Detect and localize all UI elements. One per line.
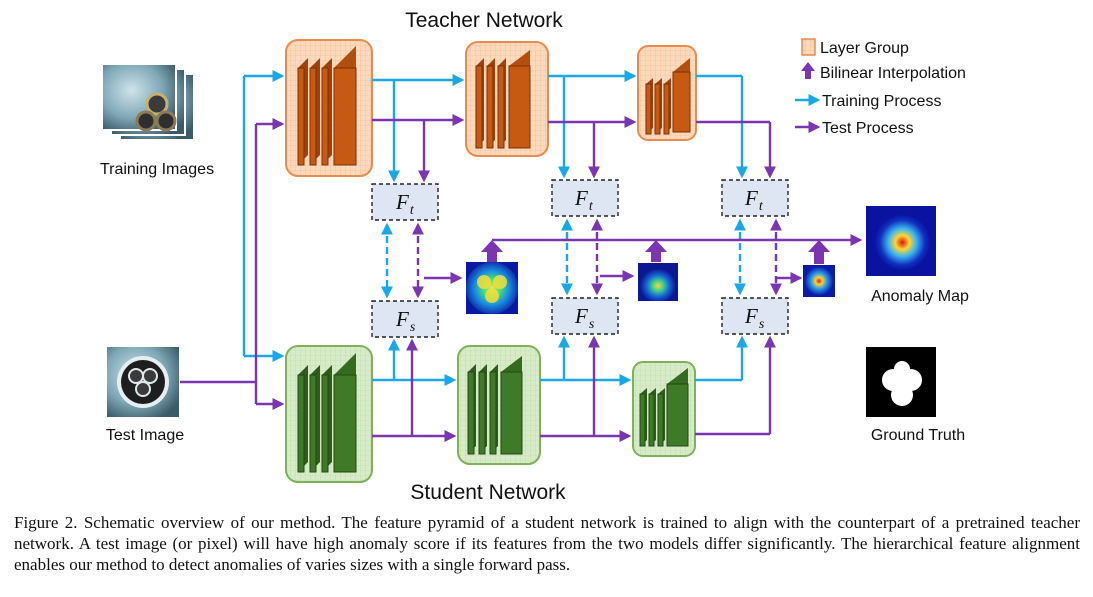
test-image [107, 347, 179, 417]
svg-text:Fs: Fs [574, 304, 595, 332]
test-process-arrows [180, 114, 863, 442]
heatmap-level-1 [466, 262, 518, 314]
heatmap-level-3 [803, 265, 835, 297]
teacher-subscript: t [759, 199, 764, 214]
student-layer-group-3 [632, 361, 696, 457]
svg-text:Fs: Fs [395, 307, 416, 335]
ground-truth [866, 347, 936, 417]
feature-letter: F [744, 304, 758, 328]
legend-test: Test Process [822, 120, 914, 137]
legend-layer-group: Layer Group [820, 40, 909, 57]
anomaly-map [866, 206, 936, 276]
bilinear-up-arrows [481, 240, 830, 264]
teacher-network-title: Teacher Network [405, 9, 563, 32]
svg-text:Ft: Ft [395, 190, 415, 218]
student-feature-box-3: Fs [721, 297, 789, 335]
training-process-arrows [242, 70, 748, 386]
test-image-label: Test Image [106, 427, 184, 444]
training-images [101, 63, 195, 141]
feature-letter: F [574, 186, 588, 210]
feature-letter: F [744, 186, 758, 210]
teacher-layer-group-1 [285, 39, 373, 177]
teacher-layer-group-3 [637, 45, 697, 141]
legend: Layer Group Bilinear Interpolation Train… [795, 38, 966, 137]
svg-text:Ft: Ft [744, 186, 764, 214]
student-subscript: s [410, 320, 416, 335]
feature-letter: F [574, 304, 588, 328]
legend-bilinear: Bilinear Interpolation [820, 65, 966, 82]
student-layer-group-2 [457, 345, 541, 465]
teacher-feature-box-3: Ft [721, 179, 789, 217]
teacher-subscript: t [589, 199, 594, 214]
teacher-layer-group-2 [465, 41, 549, 157]
svg-text:Fs: Fs [744, 304, 765, 332]
bilinear-swatch-icon [801, 62, 815, 79]
student-subscript: s [589, 317, 595, 332]
ground-truth-label: Ground Truth [871, 427, 965, 444]
figure-caption: Figure 2. Schematic overview of our meth… [14, 513, 1080, 574]
feature-letter: F [395, 190, 409, 214]
student-layer-group-1 [285, 345, 373, 483]
student-subscript: s [759, 317, 765, 332]
layer-group-swatch [801, 38, 816, 56]
teacher-feature-box-1: Ft [371, 183, 439, 221]
heatmap-level-2 [638, 263, 678, 301]
training-images-label: Training Images [100, 161, 214, 178]
student-feature-box-2: Fs [551, 297, 619, 335]
legend-training: Training Process [822, 93, 941, 110]
student-feature-box-1: Fs [371, 300, 439, 338]
svg-text:Ft: Ft [574, 186, 594, 214]
anomaly-map-label: Anomaly Map [871, 288, 969, 305]
teacher-feature-box-2: Ft [551, 179, 619, 217]
feature-letter: F [395, 307, 409, 331]
teacher-subscript: t [410, 203, 415, 218]
student-network-title: Student Network [410, 481, 566, 504]
